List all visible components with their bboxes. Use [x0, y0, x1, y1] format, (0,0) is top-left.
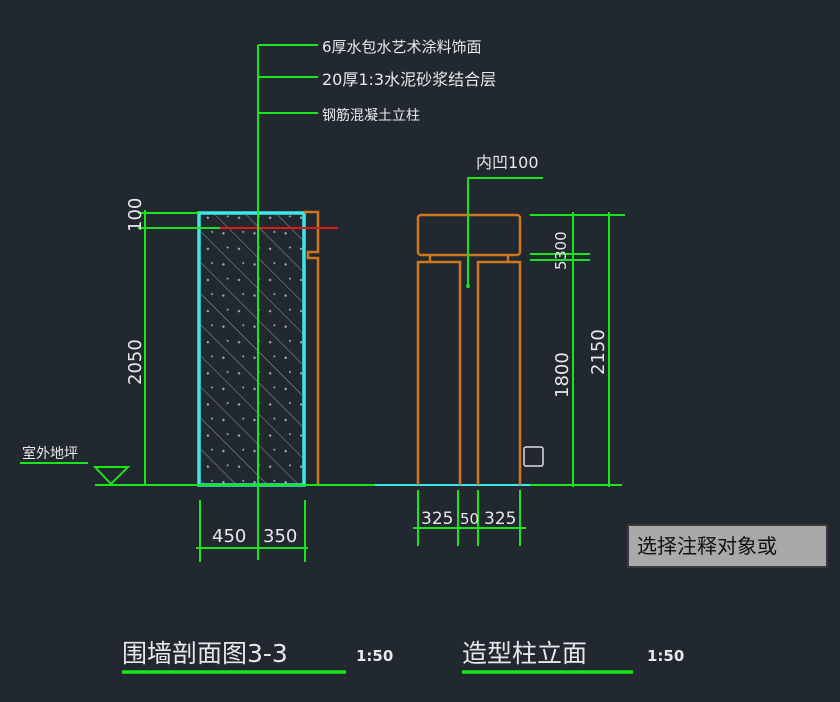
dim-text: 350: [263, 526, 297, 547]
dim-text: 325: [484, 509, 516, 529]
level-symbol: [92, 466, 131, 486]
elevation-scale: 1:50: [647, 647, 684, 665]
dim-text: 100: [125, 198, 146, 232]
leader-text: 内凹100: [476, 153, 539, 172]
coping-outline: [304, 210, 320, 485]
section-scale: 1:50: [356, 647, 393, 665]
leader-text: 6厚水包水艺术涂料饰面: [322, 38, 482, 56]
dim-text: 325: [421, 509, 453, 529]
column-legs: [416, 260, 522, 485]
leader-text: 20厚1:3水泥砂浆结合层: [322, 70, 496, 89]
section-title: 围墙剖面图3-3: [122, 639, 288, 668]
dim-text: 1800: [552, 352, 573, 398]
snap-marker: [523, 446, 544, 467]
dim-text: 450: [212, 526, 246, 547]
ground-label: 室外地坪: [22, 445, 78, 462]
dim-text: 2050: [125, 339, 146, 385]
dim-text: 5: [552, 260, 570, 270]
wall-section: 6厚水包水艺术涂料饰面 20厚1:3水泥砂浆结合层 钢筋混凝土立柱 室外地坪 1…: [20, 38, 496, 562]
dim-text: 50: [460, 510, 479, 528]
column-elevation: 内凹100 5 300 1800 2150 325 50 325: [375, 153, 625, 546]
dim-text: 2150: [588, 329, 609, 375]
concrete-hatch: [201, 215, 302, 485]
leader-text: 钢筋混凝土立柱: [322, 107, 420, 124]
dim-text: 300: [552, 231, 570, 260]
elevation-title: 造型柱立面: [462, 639, 587, 668]
command-tooltip: 选择注释对象或: [627, 524, 828, 568]
